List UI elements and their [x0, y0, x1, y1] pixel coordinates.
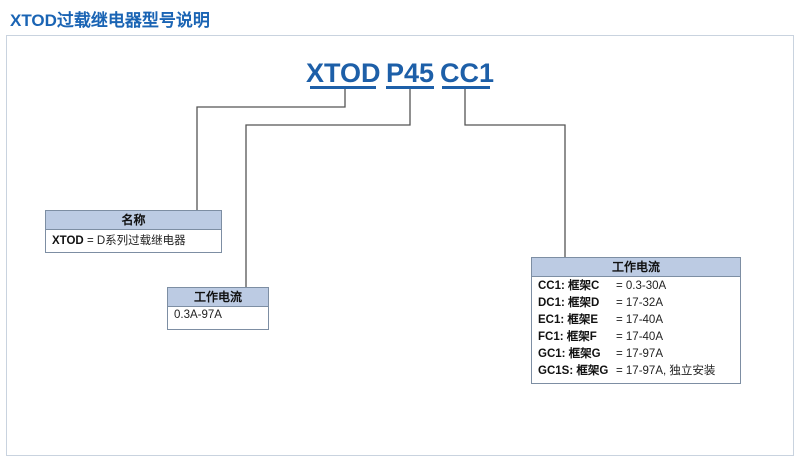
frame-value: = 0.3-30A: [616, 280, 667, 292]
frame-row: DC1: 框架D = 17-32A: [538, 295, 734, 312]
code-part-series: XTOD: [306, 58, 381, 88]
code-underline-series: [310, 86, 376, 89]
name-key: XTOD: [52, 235, 84, 247]
frame-value: = 17-32A: [616, 297, 663, 309]
current-box-header: 工作电流: [168, 288, 268, 307]
current-value: 0.3A-97A: [174, 309, 222, 321]
frame-row: EC1: 框架E = 17-40A: [538, 312, 734, 329]
frame-box: 工作电流 CC1: 框架C= 0.3-30A DC1: 框架D= 17-32A …: [531, 257, 741, 384]
frame-row: FC1: 框架F = 17-40A: [538, 329, 734, 346]
frame-value: = 17-97A, 独立安装: [616, 365, 716, 377]
frame-key: GC1S: 框架G: [538, 365, 609, 377]
frame-row: GC1: 框架G = 17-97A: [538, 346, 734, 363]
code-underline-frame: [442, 86, 490, 89]
frame-key: EC1: 框架E: [538, 314, 599, 326]
name-box-header: 名称: [46, 211, 221, 230]
frame-key: DC1: 框架D: [538, 297, 600, 309]
code-part-frame: CC1: [440, 58, 495, 88]
frame-key: FC1: 框架F: [538, 331, 597, 343]
frame-value: = 17-40A: [616, 314, 663, 326]
frame-box-header: 工作电流: [532, 258, 740, 277]
frame-key: CC1: 框架C: [538, 280, 600, 292]
frame-value: = 17-40A: [616, 331, 663, 343]
current-box: 工作电流 0.3A-97A: [167, 287, 269, 330]
code-underline-current: [386, 86, 434, 89]
connector-frame: [464, 89, 566, 258]
diagram-frame: [6, 35, 794, 456]
name-box: 名称 XTOD = D系列过载继电器: [45, 210, 222, 253]
connector-current: [245, 89, 411, 288]
connector-series: [196, 89, 346, 211]
frame-row: CC1: 框架C = 0.3-30A: [538, 278, 734, 295]
frame-row: GC1S: 框架G = 17-97A, 独立安装: [538, 363, 734, 380]
name-value: = D系列过载继电器: [83, 235, 186, 247]
frame-key: GC1: 框架G: [538, 348, 601, 360]
frame-value: = 17-97A: [616, 348, 663, 360]
code-part-current: P45: [385, 58, 435, 88]
page-title: XTOD过载继电器型号说明: [10, 11, 210, 30]
